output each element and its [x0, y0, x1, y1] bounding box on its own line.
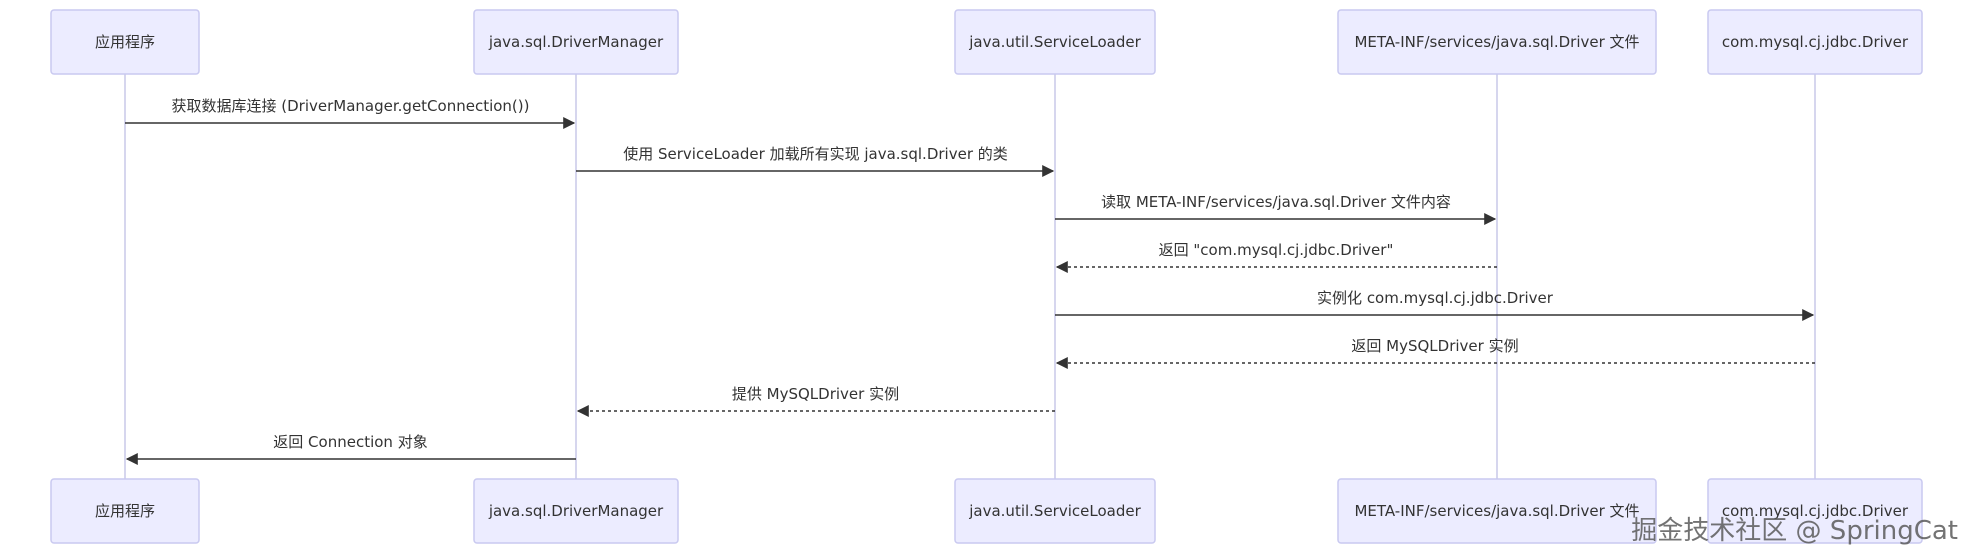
message-label: 使用 ServiceLoader 加载所有实现 java.sql.Driver … [623, 145, 1008, 163]
participant-dm-top: java.sql.DriverManager [473, 9, 679, 75]
message-2: 使用 ServiceLoader 加载所有实现 java.sql.Driver … [576, 145, 1055, 177]
participant-label: 应用程序 [95, 33, 155, 51]
participant-mf-top: META-INF/services/java.sql.Driver 文件 [1337, 9, 1657, 75]
message-label: 读取 META-INF/services/java.sql.Driver 文件内… [1101, 193, 1451, 211]
participant-label: com.mysql.cj.jdbc.Driver [1722, 502, 1909, 520]
participant-label: java.sql.DriverManager [488, 502, 664, 520]
message-label: 返回 "com.mysql.cj.jdbc.Driver" [1159, 241, 1394, 259]
participant-box [1707, 9, 1923, 75]
message-7: 提供 MySQLDriver 实例 [576, 385, 1055, 417]
message-4: 返回 "com.mysql.cj.jdbc.Driver" [1055, 241, 1497, 273]
participant-box [954, 478, 1156, 544]
participant-box [50, 9, 200, 75]
participant-drv-top: com.mysql.cj.jdbc.Driver [1707, 9, 1923, 75]
message-label: 提供 MySQLDriver 实例 [732, 385, 899, 403]
participant-sl-bottom: java.util.ServiceLoader [954, 478, 1156, 544]
participant-app-bottom: 应用程序 [50, 478, 200, 544]
participant-box [473, 9, 679, 75]
participant-box [1337, 478, 1657, 544]
participant-label: 应用程序 [95, 502, 155, 520]
participant-box [1707, 478, 1923, 544]
participant-app-top: 应用程序 [50, 9, 200, 75]
message-label: 返回 MySQLDriver 实例 [1351, 337, 1518, 355]
participant-label: java.util.ServiceLoader [968, 502, 1141, 520]
message-label: 获取数据库连接 (DriverManager.getConnection()) [172, 97, 530, 115]
message-6: 返回 MySQLDriver 实例 [1055, 337, 1815, 369]
participant-sl-top: java.util.ServiceLoader [954, 9, 1156, 75]
message-label: 实例化 com.mysql.cj.jdbc.Driver [1317, 289, 1554, 307]
participant-box [50, 478, 200, 544]
participant-label: java.util.ServiceLoader [968, 33, 1141, 51]
participant-label: META-INF/services/java.sql.Driver 文件 [1354, 33, 1639, 51]
participant-label: META-INF/services/java.sql.Driver 文件 [1354, 502, 1639, 520]
watermark: 掘金技术社区 @ SpringCat [1631, 516, 1958, 546]
participant-label: com.mysql.cj.jdbc.Driver [1722, 33, 1909, 51]
participant-box [473, 478, 679, 544]
message-label: 返回 Connection 对象 [273, 433, 427, 451]
message-8: 返回 Connection 对象 [125, 433, 576, 465]
participant-box [954, 9, 1156, 75]
message-1: 获取数据库连接 (DriverManager.getConnection()) [125, 97, 576, 129]
participant-box [1337, 9, 1657, 75]
participant-label: java.sql.DriverManager [488, 33, 664, 51]
participant-mf-bottom: META-INF/services/java.sql.Driver 文件 [1337, 478, 1657, 544]
participant-dm-bottom: java.sql.DriverManager [473, 478, 679, 544]
message-5: 实例化 com.mysql.cj.jdbc.Driver [1055, 289, 1815, 321]
participant-drv-bottom: com.mysql.cj.jdbc.Driver [1707, 478, 1923, 544]
message-3: 读取 META-INF/services/java.sql.Driver 文件内… [1055, 193, 1497, 225]
